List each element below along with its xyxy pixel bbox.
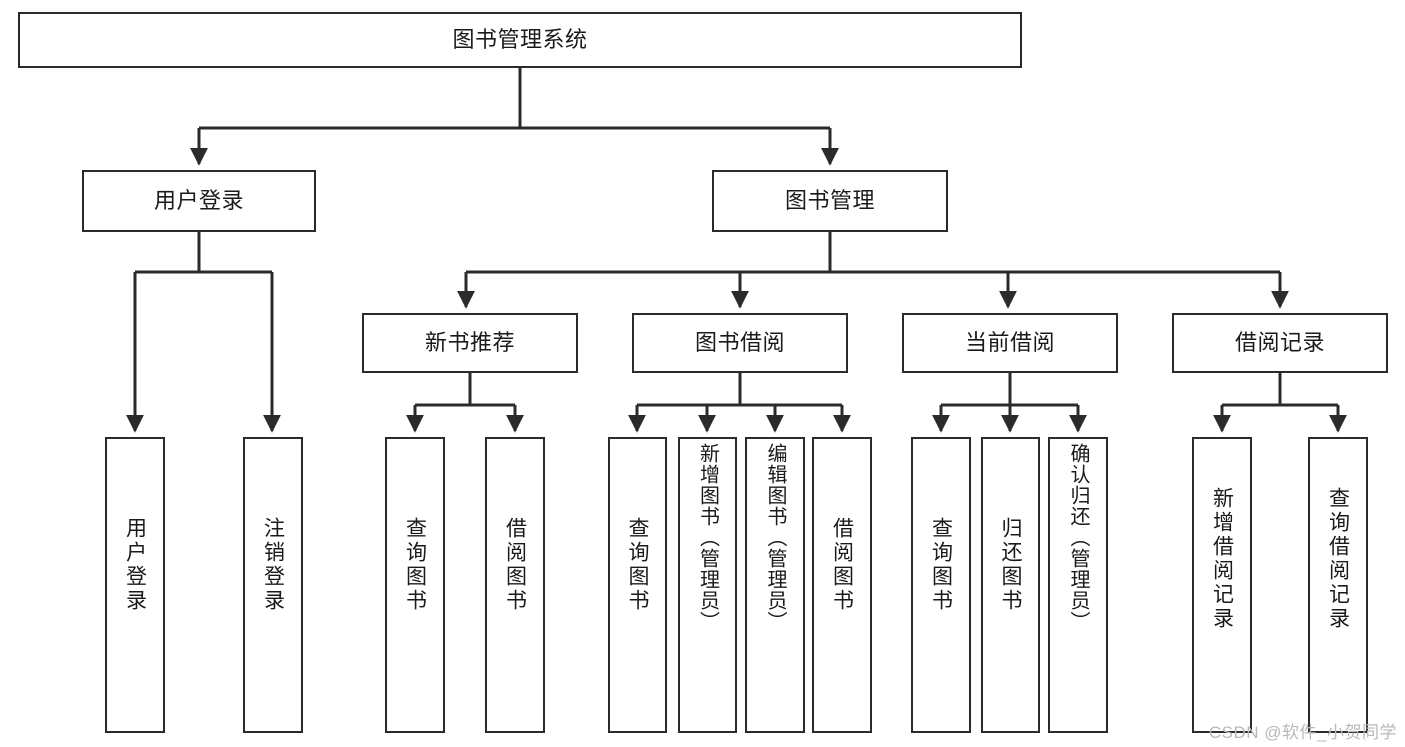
leaf-book-borrow-add[interactable]: 新增图书（管理员） (678, 437, 737, 733)
leaf-current-borrow-query[interactable]: 查询图书 (911, 437, 971, 733)
leaf-current-borrow-confirm[interactable]: 确认归还（管理员） (1048, 437, 1108, 733)
leaf-borrow-record-add-label: 新增借阅记录 (1210, 487, 1234, 631)
node-book-borrow-label: 图书借阅 (694, 330, 785, 356)
node-book-management[interactable]: 图书管理 (712, 170, 948, 232)
node-book-management-label: 图书管理 (784, 188, 875, 214)
leaf-user-login-login-label: 用户登录 (123, 517, 147, 613)
leaf-new-book-borrow-label: 借阅图书 (503, 517, 527, 613)
node-borrow-record-label: 借阅记录 (1234, 330, 1325, 356)
leaf-borrow-record-query[interactable]: 查询借阅记录 (1308, 437, 1368, 733)
leaf-user-login-logout-label: 注销登录 (261, 517, 285, 613)
leaf-new-book-borrow[interactable]: 借阅图书 (485, 437, 545, 733)
leaf-current-borrow-return-label: 归还图书 (999, 517, 1022, 613)
node-current-borrow-label: 当前借阅 (964, 330, 1055, 356)
leaf-book-borrow-borrow-label: 借阅图书 (830, 517, 854, 613)
node-root[interactable]: 图书管理系统 (18, 12, 1022, 68)
node-new-book-recommend[interactable]: 新书推荐 (362, 313, 578, 373)
node-root-label: 图书管理系统 (452, 27, 588, 53)
node-user-login-label: 用户登录 (153, 188, 244, 214)
node-borrow-record[interactable]: 借阅记录 (1172, 313, 1388, 373)
leaf-book-borrow-query[interactable]: 查询图书 (608, 437, 667, 733)
leaf-borrow-record-query-label: 查询借阅记录 (1326, 487, 1350, 631)
node-current-borrow[interactable]: 当前借阅 (902, 313, 1118, 373)
leaf-new-book-query-label: 查询图书 (403, 517, 427, 613)
node-book-borrow[interactable]: 图书借阅 (632, 313, 848, 373)
leaf-user-login-login[interactable]: 用户登录 (105, 437, 165, 733)
leaf-new-book-query[interactable]: 查询图书 (385, 437, 445, 733)
leaf-current-borrow-return[interactable]: 归还图书 (981, 437, 1040, 733)
leaf-book-borrow-borrow[interactable]: 借阅图书 (812, 437, 872, 733)
leaf-borrow-record-add[interactable]: 新增借阅记录 (1192, 437, 1252, 733)
leaf-book-borrow-add-label: 新增图书（管理员） (696, 443, 719, 632)
leaf-current-borrow-confirm-label: 确认归还（管理员） (1067, 443, 1089, 632)
node-new-book-recommend-label: 新书推荐 (424, 330, 515, 356)
leaf-current-borrow-query-label: 查询图书 (929, 517, 953, 613)
leaf-book-borrow-query-label: 查询图书 (626, 517, 649, 613)
leaf-book-borrow-edit-label: 编辑图书（管理员） (764, 443, 786, 632)
leaf-user-login-logout[interactable]: 注销登录 (243, 437, 303, 733)
leaf-book-borrow-edit[interactable]: 编辑图书（管理员） (745, 437, 805, 733)
node-user-login[interactable]: 用户登录 (82, 170, 316, 232)
